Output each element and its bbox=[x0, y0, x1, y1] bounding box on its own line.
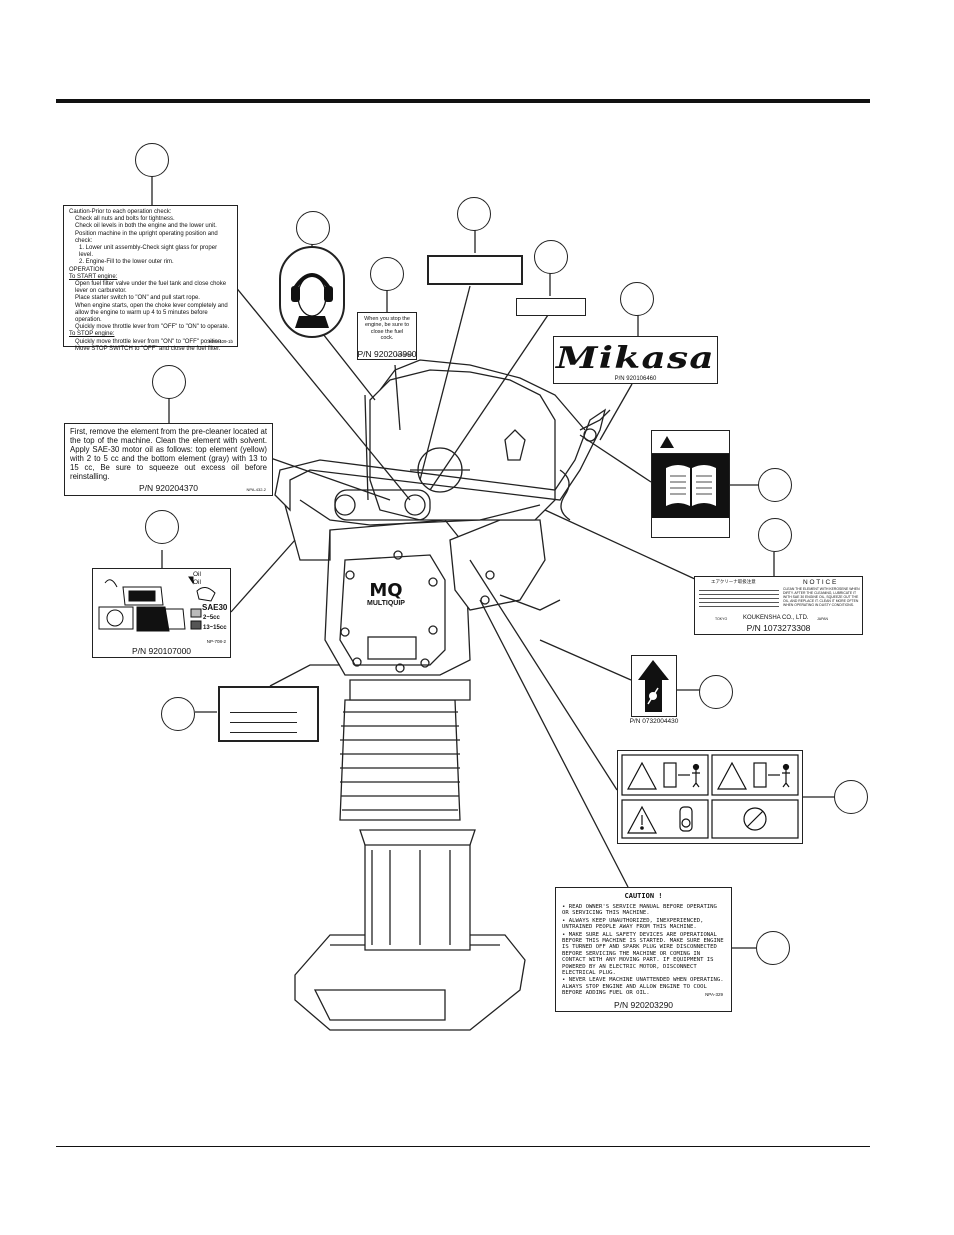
decal-mikasa: Mikasa P/N 920106460 bbox=[553, 336, 718, 384]
decal-oil: Oil Oil SAE30 2~5cc 13~15cc NP-708-2 P/N… bbox=[92, 568, 231, 658]
decal-code: NPA-330-2 bbox=[395, 353, 413, 357]
arrow-part-number: P/N 0732004430 bbox=[629, 718, 679, 725]
operation-line: OPERATION bbox=[69, 266, 104, 273]
operation-line: Open fuel filter valve under the fuel ta… bbox=[75, 281, 227, 288]
bottom-rule bbox=[56, 1146, 870, 1147]
notice-jp-text bbox=[699, 587, 779, 613]
warning-pictograms bbox=[621, 754, 799, 839]
decal-caution: CAUTION ! • READ OWNER'S SERVICE MANUAL … bbox=[555, 887, 732, 1012]
decal-direction-arrow bbox=[631, 655, 677, 717]
warning-header bbox=[652, 431, 729, 454]
decal-read-manual bbox=[651, 430, 730, 538]
decal-notice: エアクリーナ取扱注意 N O T I C E CLEAN THE ELEMENT… bbox=[694, 576, 863, 635]
decal-fuel-cock: When you stop the engine, be sure to clo… bbox=[357, 312, 417, 360]
operation-line: Caution-Prior to each operation check: bbox=[69, 209, 172, 215]
fuel-cock-part-number: P/N 920203990 bbox=[357, 349, 417, 359]
callout-bubble bbox=[699, 675, 733, 709]
caution-item: • READ OWNER'S SERVICE MANUAL BEFORE OPE… bbox=[562, 904, 717, 917]
callout-bubble bbox=[758, 518, 792, 552]
decal-code: NP-708-2 bbox=[206, 639, 226, 644]
multiquip-wordmark: MULTIQUIP bbox=[367, 600, 405, 607]
decal-code: NPA-329 bbox=[705, 992, 723, 997]
callout-bubble bbox=[152, 365, 186, 399]
caution-item: • NEVER LEAVE MACHINE UNATTENDED WHEN OP… bbox=[562, 977, 724, 997]
operation-line: To START engine: bbox=[69, 273, 118, 280]
oil-amount-top: 2~5cc bbox=[203, 615, 220, 621]
decal-ear-protection bbox=[279, 246, 345, 338]
blank-decal-small bbox=[516, 298, 586, 316]
oil-amount-bottom: 13~15cc bbox=[203, 625, 227, 631]
arrow-up-icon bbox=[638, 660, 669, 712]
manual-panel bbox=[652, 454, 729, 518]
caution-item: • ALWAYS KEEP UNAUTHORIZED, INEXPERIENCE… bbox=[562, 917, 704, 931]
oil-part-number: P/N 920107000 bbox=[131, 646, 192, 656]
mikasa-part-number: P/N 920106460 bbox=[614, 376, 657, 382]
callout-bubble bbox=[756, 931, 790, 965]
operation-line: Quickly move throttle lever from "ON" to… bbox=[75, 338, 223, 345]
operation-line: Quickly move throttle lever from "OFF" t… bbox=[75, 324, 230, 331]
callout-bubble bbox=[834, 780, 868, 814]
notice-heading-jp: エアクリーナ取扱注意 bbox=[711, 579, 756, 584]
notice-heading: N O T I C E bbox=[803, 579, 837, 586]
operation-line: Check oil levels in both the engine and … bbox=[75, 223, 217, 230]
notice-text: CLEAN THE ELEMENT WITH KEROSENE WHEN DIR… bbox=[783, 587, 860, 607]
fuel-cock-text: When you stop the engine, be sure to clo… bbox=[364, 316, 410, 342]
multiquip-logo: MQ MULTIQUIP bbox=[358, 580, 414, 608]
operation-line: lever on carburetor. bbox=[75, 288, 127, 295]
callout-bubble bbox=[296, 211, 330, 245]
operation-line: allow the engine to warm up 4 to 5 minut… bbox=[75, 309, 208, 324]
caution-title: CAUTION ! bbox=[624, 892, 663, 900]
sae30-label: SAE30 bbox=[202, 603, 228, 612]
air-cleaner-text: First, remove the element from the pre-c… bbox=[70, 427, 267, 481]
warning-triangle-icon bbox=[660, 436, 674, 448]
decal-air-cleaner: First, remove the element from the pre-c… bbox=[64, 423, 273, 496]
notice-tokyo: TOKYO bbox=[715, 617, 728, 621]
operation-line: Position machine in the upright operatin… bbox=[75, 230, 218, 244]
oil-label-2: Oil bbox=[193, 579, 201, 586]
decal-operation-text: Caution-Prior to each operation check: C… bbox=[69, 209, 232, 353]
blank-decal-top bbox=[427, 255, 523, 285]
mikasa-logo: Mikasa bbox=[556, 341, 715, 376]
mq-mark: MQ bbox=[369, 580, 403, 601]
decal-code: NPA-409-1b bbox=[208, 339, 233, 344]
callout-bubble bbox=[135, 143, 169, 177]
operation-line: Check all nuts and bolts for tightness. bbox=[75, 216, 175, 223]
decal-operation-instructions: Caution-Prior to each operation check: C… bbox=[63, 205, 238, 352]
operation-line: Place starter switch to "ON" and pull st… bbox=[75, 295, 200, 302]
callout-bubble bbox=[161, 697, 195, 731]
operation-line: 1. Lower unit assembly-Check sight glass… bbox=[79, 245, 218, 259]
caution-list: • READ OWNER'S SERVICE MANUAL BEFORE OPE… bbox=[562, 904, 725, 997]
ear-muffs-icon bbox=[291, 273, 333, 328]
operation-line: 2. Engine-Fill to the lower outer rim. bbox=[79, 259, 174, 266]
callout-bubble bbox=[534, 240, 568, 274]
notice-japan: JAPAN bbox=[817, 617, 829, 621]
callout-bubble bbox=[457, 197, 491, 231]
blank-decal-lower bbox=[218, 686, 319, 742]
caution-item: • MAKE SURE ALL SAFETY DEVICES ARE OPERA… bbox=[562, 931, 724, 977]
decal-code: NPA-432-2 bbox=[246, 487, 267, 492]
operation-line: When engine starts, open the choke lever… bbox=[75, 302, 228, 309]
air-cleaner-part-number: P/N 920204370 bbox=[138, 483, 199, 493]
top-rule bbox=[56, 99, 870, 103]
callout-bubble bbox=[620, 282, 654, 316]
notice-part-number: P/N 1073273308 bbox=[746, 623, 811, 633]
callout-bubble bbox=[370, 257, 404, 291]
callout-bubble bbox=[145, 510, 179, 544]
notice-company: KOUKENSHA CO., LTD. bbox=[743, 615, 809, 621]
operation-line: To STOP engine: bbox=[69, 331, 115, 338]
callout-bubble bbox=[758, 468, 792, 502]
oil-label: Oil bbox=[193, 571, 201, 578]
oil-fill-icon bbox=[98, 576, 216, 632]
operation-line: Move STOP SWITCH to "OFF" and close the … bbox=[75, 345, 221, 352]
open-book-icon bbox=[666, 465, 716, 506]
decal-warning-pictograms bbox=[617, 750, 803, 844]
caution-part-number: P/N 920203290 bbox=[613, 1000, 674, 1010]
